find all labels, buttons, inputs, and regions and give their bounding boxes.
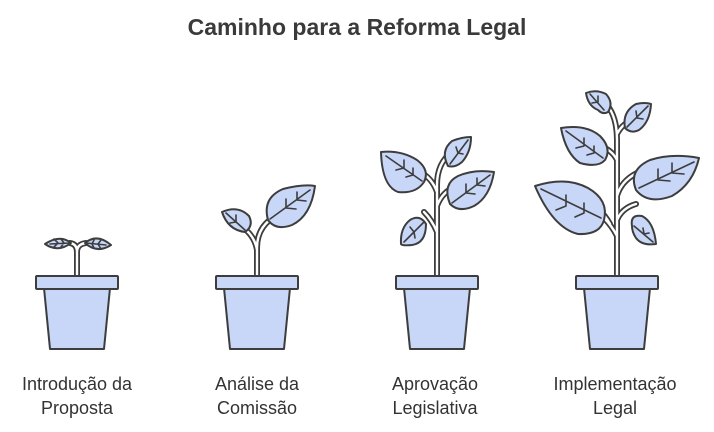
plant-stage-3 [380,136,495,350]
plant-stage-1 [35,237,119,350]
leaf-icon [560,126,609,166]
leaf-icon [632,154,700,201]
leaf-icon [446,170,495,210]
stage-label-line: Análise da [214,374,300,394]
stage-label-line: Implementação [553,374,677,394]
stage-label-line: Comissão [216,398,298,418]
plant-stage-2 [215,184,316,350]
leaf-icon [84,237,112,250]
stage-label-line: Introdução da [21,374,133,394]
stage-label-line: Aprovação [391,374,479,394]
stage-label-4: Implementação Legal [530,372,700,420]
pot-icon [395,275,479,350]
leaf-icon [221,208,252,233]
leaf-icon [443,136,472,168]
diagram-title: Caminho para a Reforma Legal [187,14,527,40]
stage-label-3: Aprovação Legislativa [350,372,520,420]
leaf-icon [399,216,427,247]
leaf-icon [265,184,316,229]
stage-label-line: Proposta [40,398,114,418]
stage-label-line: Legal [592,398,638,418]
leaf-icon [534,180,606,236]
leaf-icon [380,150,427,194]
pot-icon [575,275,659,350]
leaf-icon [623,102,652,133]
stage-label-line: Legislativa [392,398,478,418]
leaf-icon [630,214,657,246]
leaf-icon [585,90,612,115]
leaf-icon [44,237,72,250]
stage-label-2: Análise da Comissão [172,372,342,420]
stage-label-1: Introdução da Proposta [0,372,162,420]
pot-icon [215,275,299,350]
pot-icon [35,275,119,350]
plant-stage-4 [534,90,700,350]
